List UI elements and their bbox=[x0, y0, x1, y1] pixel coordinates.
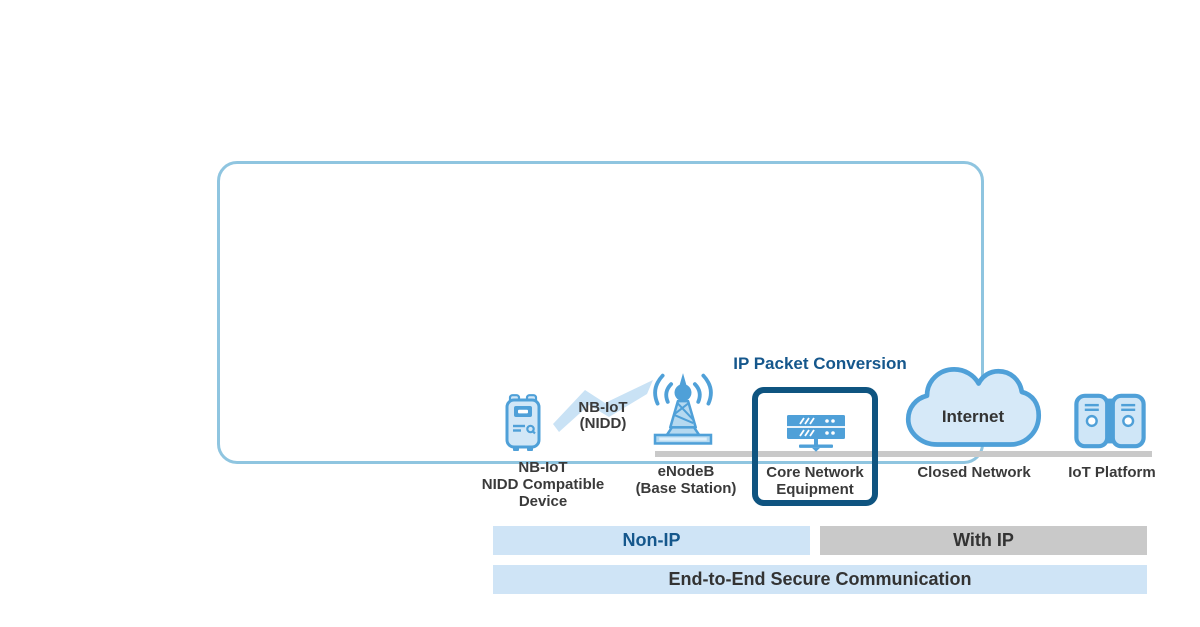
radio-link-label: NB-IoT (NIDD) bbox=[551, 400, 655, 432]
closed-network-caption: Closed Network bbox=[898, 464, 1050, 481]
base-station-tower-icon bbox=[653, 373, 713, 445]
network-backbone-line bbox=[655, 451, 1152, 457]
core-network-caption-line2: Equipment bbox=[776, 481, 854, 498]
iot-platform-caption-line1: IoT Platform bbox=[1068, 464, 1156, 481]
device-caption-line2: NIDD Compatible bbox=[481, 476, 605, 493]
core-network-caption: Core Network Equipment bbox=[754, 464, 876, 498]
iot-platform-caption: IoT Platform bbox=[1040, 464, 1184, 481]
radio-link-label-line2: (NIDD) bbox=[579, 415, 627, 432]
diagram-panel: NB-IoT (NIDD) IP Packet Conversion bbox=[217, 161, 1156, 594]
internet-cloud-icon bbox=[905, 367, 1042, 447]
enodeb-caption-line1: eNodeB bbox=[657, 463, 715, 480]
enodeb-caption: eNodeB (Base Station) bbox=[608, 463, 764, 497]
radio-link-label-line1: NB-IoT bbox=[578, 399, 628, 416]
device-caption-line1: NB-IoT bbox=[518, 459, 568, 476]
iot-platform-icon bbox=[1074, 393, 1146, 449]
secure-communication-bar: End-to-End Secure Communication bbox=[493, 565, 1147, 594]
radio-flash-icon bbox=[553, 380, 653, 432]
device-caption-line3: Device bbox=[518, 493, 568, 510]
core-network-box bbox=[752, 387, 878, 506]
with-ip-bar-label: With IP bbox=[953, 530, 1014, 550]
closed-network-caption-line1: Closed Network bbox=[917, 464, 1031, 481]
secure-communication-bar-label: End-to-End Secure Communication bbox=[668, 569, 972, 589]
non-ip-bar-label: Non-IP bbox=[622, 530, 681, 550]
with-ip-bar: With IP bbox=[820, 526, 1147, 555]
smart-meter-icon bbox=[505, 394, 541, 451]
ip-packet-conversion-title: IP Packet Conversion bbox=[733, 354, 907, 373]
device-caption: NB-IoT NIDD Compatible Device bbox=[448, 459, 638, 510]
non-ip-bar: Non-IP bbox=[493, 526, 810, 555]
enodeb-caption-line2: (Base Station) bbox=[635, 480, 737, 497]
internet-label: Internet bbox=[941, 407, 1005, 426]
core-server-icon bbox=[787, 415, 845, 452]
core-network-caption-line1: Core Network bbox=[766, 464, 864, 481]
